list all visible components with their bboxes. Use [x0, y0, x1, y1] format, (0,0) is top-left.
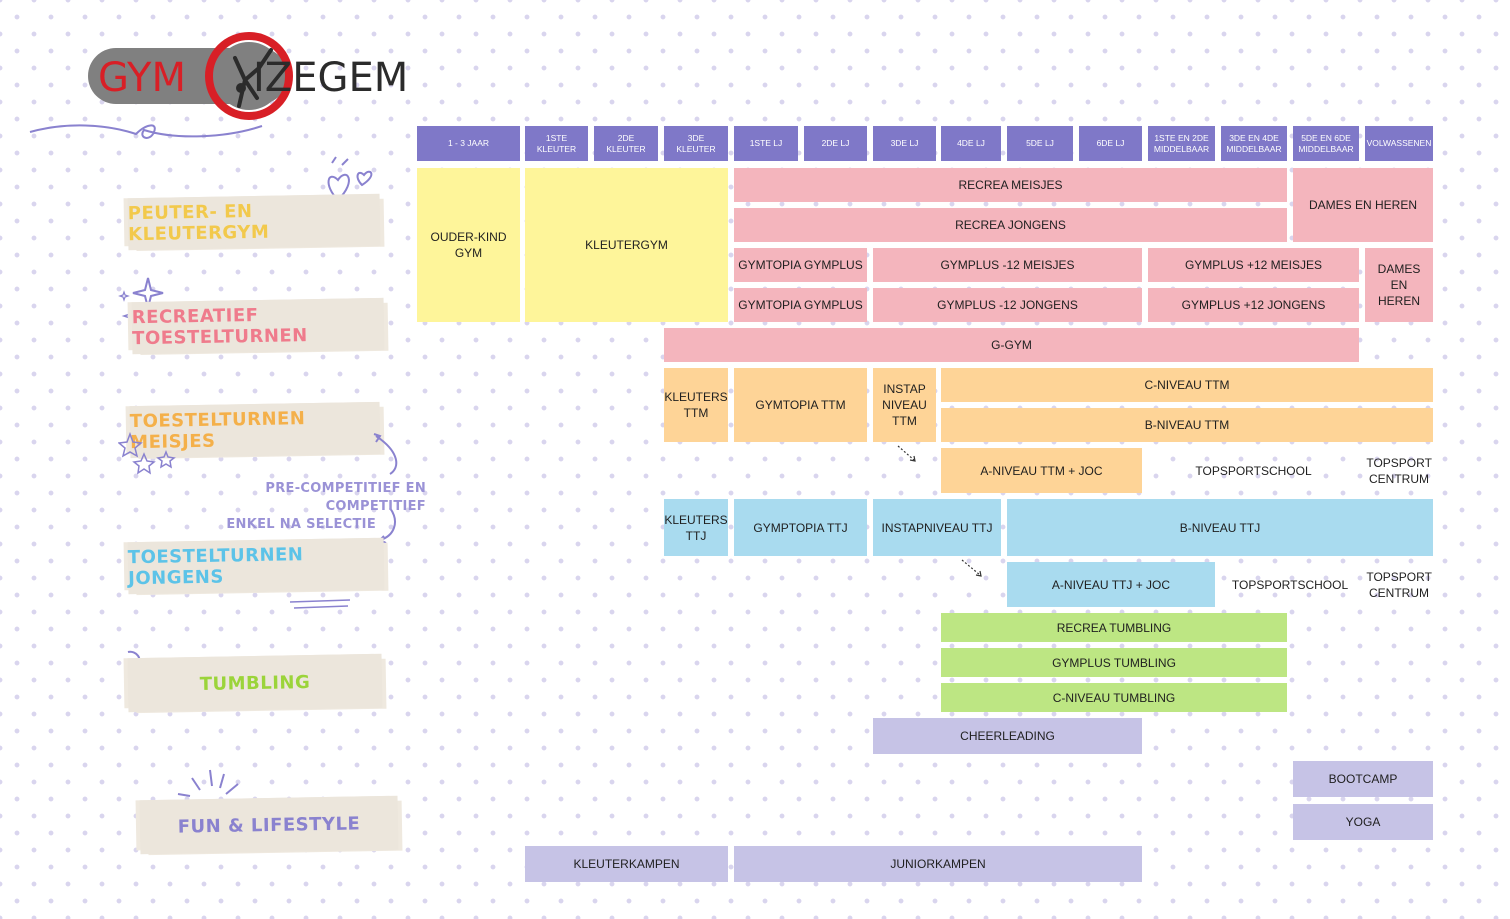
block-dames-en-heren-2: DAMES EN HEREN [1365, 248, 1433, 322]
stars-doodle-icon [118, 431, 176, 475]
block-kleuterkampen: KLEUTERKAMPEN [525, 846, 728, 882]
column-header: 3DE EN 4DE MIDDELBAAR [1221, 126, 1287, 161]
hearts-doodle-icon [327, 156, 373, 202]
block-gymptopia-ttj: GYMPTOPIA TTJ [734, 499, 867, 556]
gymnast-icon [205, 32, 293, 120]
block-gymplus-plus12-jongens: GYMPLUS +12 JONGENS [1148, 288, 1359, 322]
block-kleutergym: KLEUTERGYM [525, 168, 728, 322]
category-label: TOESTELTURNEN JONGENS [127, 544, 304, 590]
block-gymplus-plus12-meisjes: GYMPLUS +12 MEISJES [1148, 248, 1359, 282]
block-recrea-jongens: RECREA JONGENS [734, 208, 1287, 242]
category-label: FUN & LIFESTYLE [177, 812, 361, 838]
block-b-niveau-ttj: B-NIVEAU TTJ [1007, 499, 1433, 556]
label-topsport-centrum: TOPSPORT CENTRUM [1366, 455, 1432, 486]
category-fun-lifestyle: FUN & LIFESTYLE [139, 795, 399, 855]
block-instapniveau-ttj: INSTAPNIVEAU TTJ [873, 499, 1001, 556]
block-gymplus-12-jongens: GYMPLUS -12 JONGENS [873, 288, 1142, 322]
block-yoga: YOGA [1293, 804, 1433, 840]
category-recreatief-toestelturnen: RECREATIEF TOESTELTURNEN [131, 297, 385, 355]
dotted-arrow-icon [961, 559, 982, 577]
category-label: PEUTER- EN KLEUTERGYM [127, 201, 270, 246]
column-header: 2DE LJ [804, 126, 867, 161]
column-header: 4DE LJ [941, 126, 1001, 161]
category-label: TUMBLING [199, 671, 311, 695]
block-ouder-kind-gym: OUDER-KIND GYM [417, 168, 520, 322]
block-cheerleading: CHEERLEADING [873, 718, 1142, 754]
logo-text-right: IZEGEM [253, 55, 409, 101]
logo-underline-swirl [29, 124, 263, 139]
category-toestelturnen-jongens: TOESTELTURNEN JONGENS [127, 537, 385, 595]
category-peuter-kleutergym: PEUTER- EN KLEUTERGYM [127, 193, 381, 251]
note-line-2: ENKEL NA SELECTIE [226, 517, 376, 532]
burst-doodle-icon [177, 769, 239, 797]
column-header: 2DE KLEUTER [594, 126, 658, 161]
block-gymplus-tumbling: GYMPLUS TUMBLING [941, 648, 1287, 677]
column-header: 1STE KLEUTER [525, 126, 588, 161]
column-header: 1STE LJ [734, 126, 798, 161]
column-header: 3DE LJ [873, 126, 936, 161]
logo-text-left: GYM [98, 55, 186, 101]
block-a-niveau-ttj: A-NIVEAU TTJ + JOC [1007, 562, 1215, 607]
block-recrea-tumbling: RECREA TUMBLING [941, 613, 1287, 642]
label-topsportschool: TOPSPORTSCHOOL [1195, 463, 1312, 478]
block-instap-niveau-ttm: INSTAP NIVEAU TTM [873, 368, 936, 442]
block-kleuters-ttj: KLEUTERS TTJ [664, 499, 728, 556]
block-gymtopia-gymplus: GYMTOPIA GYMPLUS [734, 248, 867, 282]
block-bootcamp: BOOTCAMP [1293, 761, 1433, 797]
category-label: RECREATIEF TOESTELTURNEN [131, 304, 308, 350]
block-c-niveau-tumbling: C-NIVEAU TUMBLING [941, 683, 1287, 712]
block-gymtopia-ttm: GYMTOPIA TTM [734, 368, 867, 442]
underline-doodle [289, 599, 351, 609]
block-g-gym: G-GYM [664, 328, 1359, 362]
block-b-niveau-ttm: B-NIVEAU TTM [941, 408, 1433, 442]
label-topsport-centrum-2: TOPSPORT CENTRUM [1366, 569, 1432, 600]
note-line-1: PRE-COMPETITIEF EN COMPETITIEF [265, 481, 426, 514]
column-header: 3DE KLEUTER [664, 126, 728, 161]
block-a-niveau-ttm: A-NIVEAU TTM + JOC [941, 448, 1142, 493]
selection-note: PRE-COMPETITIEF EN COMPETITIEF ENKEL NA … [180, 480, 426, 534]
column-header: VOLWASSENEN [1365, 126, 1433, 161]
block-recrea-meisjes: RECREA MEISJES [734, 168, 1287, 202]
column-header: 5DE LJ [1007, 126, 1073, 161]
column-header: 6DE LJ [1079, 126, 1142, 161]
category-tumbling: TUMBLING [127, 653, 383, 713]
label-topsportschool-2: TOPSPORTSCHOOL [1231, 577, 1349, 592]
column-header: 1STE EN 2DE MIDDELBAAR [1148, 126, 1215, 161]
dotted-arrow-icon [897, 445, 916, 462]
block-juniorkampen: JUNIORKAMPEN [734, 846, 1142, 882]
logo: GYM IZEGEM [29, 28, 426, 139]
column-header: 5DE EN 6DE MIDDELBAAR [1293, 126, 1359, 161]
block-dames-en-heren: DAMES EN HEREN [1293, 168, 1433, 242]
block-gymplus-12-meisjes: GYMPLUS -12 MEISJES [873, 248, 1142, 282]
block-gymtopia-gymplus-2: GYMTOPIA GYMPLUS [734, 288, 867, 322]
block-kleuters-ttm: KLEUTERS TTM [664, 368, 728, 442]
column-header: 1 - 3 JAAR [417, 126, 520, 161]
block-c-niveau-ttm: C-NIVEAU TTM [941, 368, 1433, 402]
